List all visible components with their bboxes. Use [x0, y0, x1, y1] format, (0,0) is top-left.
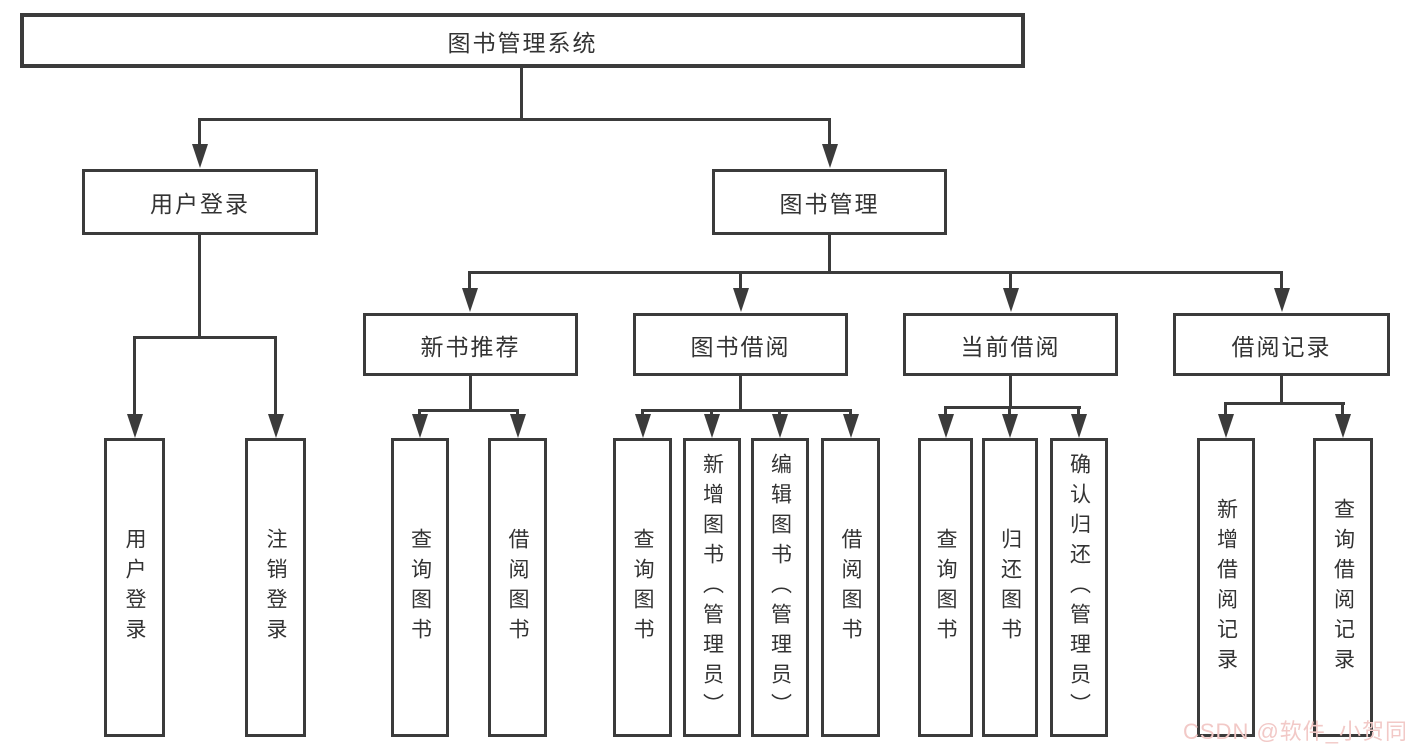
node-borrow-records: 借阅记录 — [1173, 313, 1390, 376]
connector-line — [1009, 374, 1012, 409]
connector-line — [469, 374, 472, 412]
connector-line — [468, 271, 1282, 274]
connector-arrow — [126, 336, 143, 438]
node-leaf-query-borrow-record: 查询借阅记录 — [1313, 438, 1373, 737]
node-root: 图书管理系统 — [20, 13, 1025, 68]
connector-line — [198, 118, 831, 121]
node-leaf-borrow-books-label: 借阅图书 — [839, 527, 862, 648]
node-user-login: 用户登录 — [82, 169, 318, 235]
connector-arrow — [634, 409, 651, 438]
connector-arrow — [1001, 406, 1018, 438]
connector-arrow — [411, 409, 428, 438]
connector-arrow — [267, 336, 284, 438]
node-new-book-recommend: 新书推荐 — [363, 313, 578, 376]
node-leaf-add-books-admin-label: 新增图书（管理员） — [700, 452, 724, 723]
connector-arrow — [732, 271, 749, 312]
node-leaf-add-borrow-record-label: 新增借阅记录 — [1214, 497, 1238, 678]
connector-line — [641, 409, 852, 412]
node-leaf-borrow-books: 借阅图书 — [821, 438, 880, 737]
node-leaf-edit-books-admin-label: 编辑图书（管理员） — [768, 452, 792, 723]
node-leaf-logout-login-label: 注销登录 — [264, 527, 287, 648]
node-leaf-query-books-current-label: 查询图书 — [934, 527, 957, 648]
node-leaf-confirm-return-admin: 确认归还（管理员） — [1050, 438, 1108, 737]
connector-arrow — [703, 409, 720, 438]
connector-line — [944, 406, 1081, 409]
connector-line — [739, 374, 742, 412]
node-book-borrow: 图书借阅 — [633, 313, 848, 376]
node-leaf-add-books-admin: 新增图书（管理员） — [683, 438, 741, 737]
connector-arrow — [937, 406, 954, 438]
node-leaf-query-books-borrow-label: 查询图书 — [631, 527, 654, 648]
connector-arrow — [1002, 271, 1019, 312]
node-leaf-return-books-label: 归还图书 — [998, 527, 1022, 648]
connector-arrow — [1217, 402, 1234, 438]
node-leaf-query-books-current: 查询图书 — [918, 438, 973, 737]
node-leaf-borrow-books-recommend-label: 借阅图书 — [506, 527, 529, 648]
connector-arrow — [821, 118, 838, 168]
node-leaf-query-books-recommend-label: 查询图书 — [408, 527, 432, 648]
node-leaf-user-login: 用户登录 — [104, 438, 165, 737]
connector-arrow — [1334, 402, 1351, 438]
connector-line — [828, 233, 831, 274]
connector-line — [1280, 374, 1283, 405]
node-leaf-return-books: 归还图书 — [982, 438, 1038, 737]
node-book-management: 图书管理 — [712, 169, 947, 235]
node-leaf-user-login-label: 用户登录 — [123, 527, 146, 648]
node-leaf-add-borrow-record: 新增借阅记录 — [1197, 438, 1255, 737]
connector-arrow — [1070, 406, 1087, 438]
node-current-borrow: 当前借阅 — [903, 313, 1118, 376]
connector-line — [520, 66, 523, 119]
connector-line — [1224, 402, 1345, 405]
connector-line — [133, 336, 277, 339]
connector-arrow — [771, 409, 788, 438]
connector-arrow — [191, 118, 208, 168]
node-leaf-confirm-return-admin-label: 确认归还（管理员） — [1067, 452, 1091, 723]
csdn-watermark: CSDN @软件_小贺同学 — [1183, 719, 1405, 744]
connector-arrow — [1273, 271, 1290, 312]
node-leaf-query-books-borrow: 查询图书 — [613, 438, 672, 737]
connector-line — [198, 233, 201, 339]
node-leaf-query-books-recommend: 查询图书 — [391, 438, 449, 737]
node-leaf-borrow-books-recommend: 借阅图书 — [488, 438, 547, 737]
node-leaf-query-borrow-record-label: 查询借阅记录 — [1331, 497, 1355, 678]
connector-arrow — [842, 409, 859, 438]
node-leaf-edit-books-admin: 编辑图书（管理员） — [751, 438, 809, 737]
node-leaf-logout-login: 注销登录 — [245, 438, 306, 737]
connector-arrow — [509, 409, 526, 438]
connector-line — [418, 409, 519, 412]
connector-arrow — [461, 271, 478, 312]
